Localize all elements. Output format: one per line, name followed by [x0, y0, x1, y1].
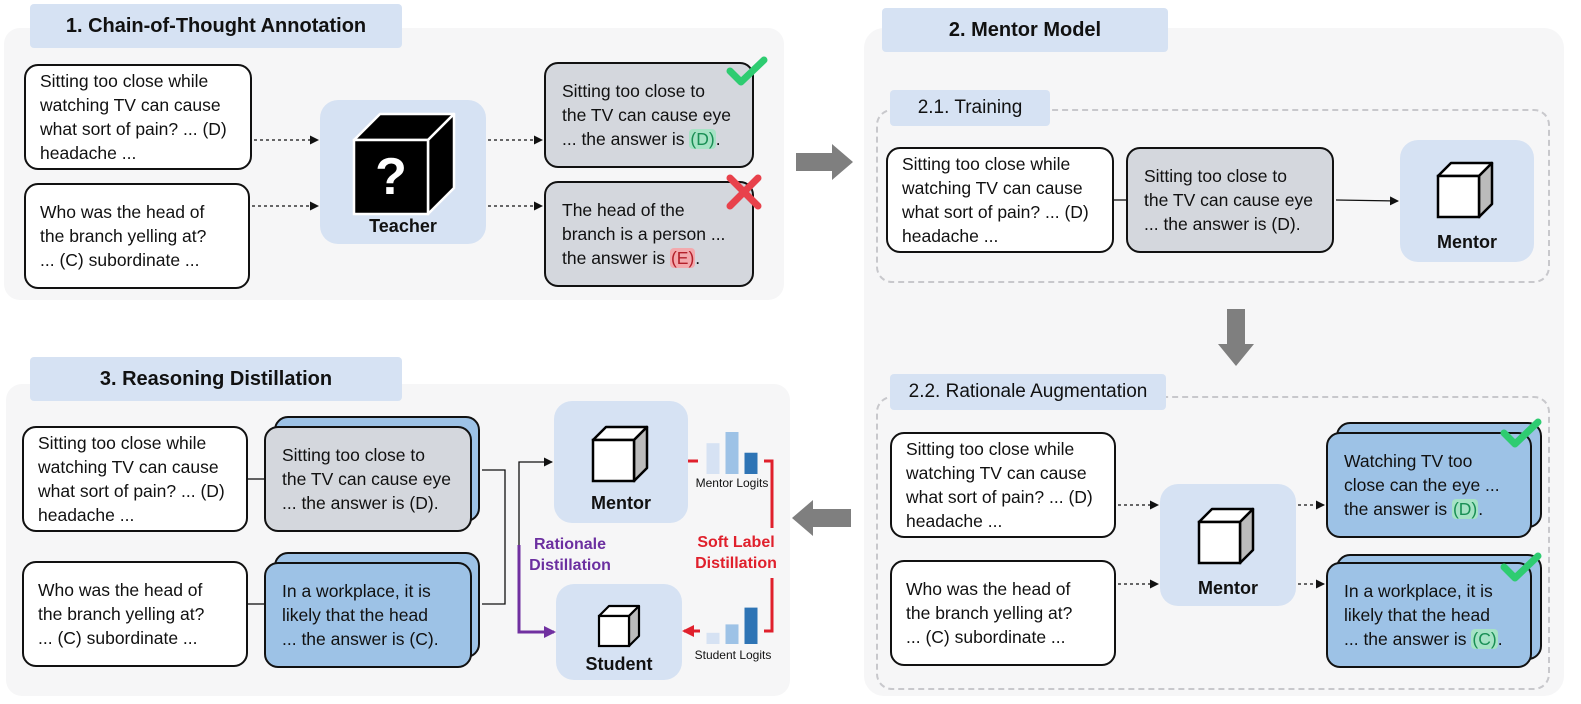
logit-bar — [706, 632, 720, 644]
red-bracket-top — [764, 459, 774, 528]
training-title: 2.1. Training — [890, 90, 1050, 126]
arrow-right-icon — [796, 144, 853, 180]
line-r1-junction — [482, 469, 506, 605]
cube-icon — [597, 604, 641, 648]
training-mentor-label: Mentor — [1437, 232, 1497, 252]
distillation-mentor-label: Mentor — [591, 493, 651, 513]
purple-rationale-distillation-arrow — [517, 545, 556, 638]
training-frame — [876, 109, 1550, 283]
cube-icon — [1436, 161, 1494, 219]
student-logits-chart — [706, 607, 758, 644]
logit-bar — [744, 607, 758, 644]
cube-icon — [591, 425, 649, 483]
question-cube-icon — [352, 112, 456, 216]
distillation-title: 3. Reasoning Distillation — [30, 357, 402, 401]
augmentation-mentor-label: Mentor — [1198, 578, 1258, 598]
cube-icon — [1197, 507, 1255, 565]
check-icon — [726, 56, 768, 86]
cot-title: 1. Chain-of-Thought Annotation — [30, 4, 402, 48]
arrow-junction-mentor — [518, 457, 553, 632]
check-icon — [1500, 552, 1542, 582]
arrow-down-icon — [1218, 309, 1254, 366]
augmentation-frame — [876, 396, 1550, 690]
cross-icon — [726, 174, 762, 210]
teacher-label: Teacher — [369, 216, 437, 236]
student-label: Student — [585, 654, 653, 674]
mentor-model-title: 2. Mentor Model — [882, 8, 1168, 52]
mentor-logits-chart — [706, 432, 758, 474]
student-logits-label: Student Logits — [694, 648, 772, 662]
arrow-rationale-mentor — [1335, 196, 1399, 206]
logit-bar — [725, 624, 739, 644]
augmentation-title: 2.2. Rationale Augmentation — [890, 374, 1166, 410]
logit-bar — [725, 432, 739, 474]
logit-bar — [744, 452, 758, 474]
red-bracket-bottom — [764, 578, 774, 633]
arrow-left-icon — [792, 500, 851, 536]
mentor-logits-label: Mentor Logits — [695, 476, 769, 490]
logit-bar — [706, 443, 720, 474]
check-icon — [1500, 418, 1542, 448]
teacher-question-mark: ? — [375, 148, 407, 206]
